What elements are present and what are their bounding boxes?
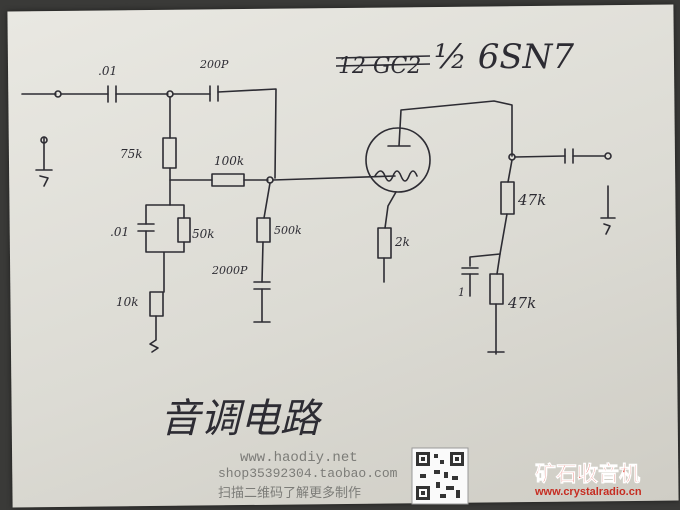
- brand-name: 矿石收音机: [535, 462, 641, 487]
- label-r-bottom: 10k: [116, 295, 139, 309]
- label-r-top: 75k: [120, 147, 143, 161]
- label-c-coupling: 200P: [199, 58, 229, 71]
- label-c-decoupling: 1: [458, 286, 465, 299]
- label-r-cathode: 2k: [394, 235, 410, 249]
- shunt-capacitor-symbol: [137, 223, 155, 232]
- strikethrough-mark: [335, 55, 431, 67]
- resistor-75k-symbol: [162, 137, 177, 169]
- input-capacitor-symbol: [107, 85, 117, 103]
- watermark-site: www.haodiy.net: [240, 450, 358, 466]
- grid-capacitor-symbol: [253, 281, 271, 290]
- resistor-2k-symbol: [377, 227, 392, 259]
- output-capacitor-symbol: [564, 148, 574, 164]
- watermark-shop: shop35392304.taobao.com: [218, 466, 398, 481]
- tube-cathode-wire: [384, 191, 397, 229]
- resistor-47k-upper-symbol: [500, 181, 515, 215]
- input-ground-symbol: [35, 136, 53, 187]
- tube-plate-symbol: [387, 100, 513, 157]
- label-r-plate1: 47k: [517, 191, 546, 209]
- label-r-shunt: 50k: [192, 227, 215, 241]
- brand-logo: 矿石收音机 www.crystalradio.cn: [535, 458, 675, 506]
- resistor-100k-symbol: [211, 173, 245, 187]
- resistor-47k-lower-symbol: [489, 273, 504, 305]
- resistor-500k-symbol: [256, 217, 271, 243]
- resistor-10k-symbol: [149, 291, 164, 317]
- decoupling-capacitor-symbol: [461, 267, 479, 275]
- tube-envelope-symbol: [365, 127, 431, 193]
- label-c-input: .01: [98, 64, 117, 78]
- qr-code: [411, 447, 469, 505]
- tube-grid-symbol: [374, 170, 418, 182]
- resistor-50k-symbol: [177, 217, 191, 243]
- brand-url: www.crystalradio.cn: [535, 486, 642, 498]
- label-r-grid: 500k: [274, 224, 302, 237]
- output-terminal: [604, 152, 612, 160]
- label-r-series: 100k: [214, 154, 244, 168]
- circuit-caption: 音调电路: [160, 396, 323, 442]
- label-r-plate2: 47k: [507, 294, 536, 312]
- label-c-grid: 2000P: [211, 264, 248, 277]
- coupling-capacitor-symbol: [209, 85, 219, 102]
- label-c-shunt: .01: [110, 225, 129, 239]
- tube-title: ½ 6SN7: [434, 37, 574, 77]
- output-ground-symbol: [600, 185, 616, 235]
- watermark-slogan: 扫描二维码了解更多制作: [218, 486, 362, 501]
